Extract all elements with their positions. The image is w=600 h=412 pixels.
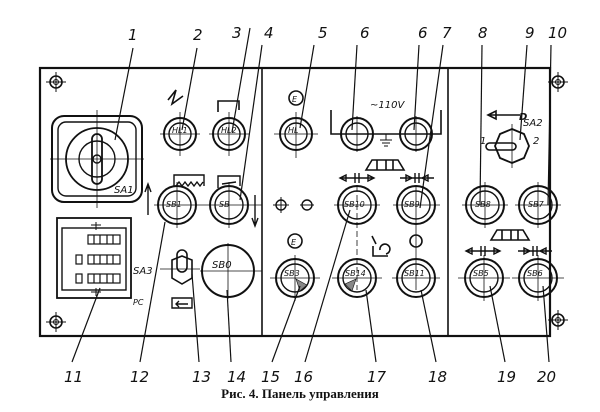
callout-14: 14 — [227, 368, 246, 386]
callout-2: 2 — [193, 26, 203, 44]
callout-10: 10 — [548, 24, 567, 42]
callout-1: 1 — [128, 26, 138, 44]
spring-icon — [173, 174, 205, 188]
hl1-label: HL1 — [172, 126, 188, 135]
sb0-label: SB0 — [212, 260, 232, 271]
arrows-out-icon — [464, 246, 502, 256]
toggle-switch[interactable] — [160, 249, 200, 285]
arrow-left-icon — [486, 109, 520, 121]
sb8-label: SB8 — [475, 200, 491, 209]
arrows-out-icon — [338, 173, 376, 183]
button-sb3[interactable] — [270, 255, 320, 301]
arrows-in-icon — [400, 173, 434, 183]
indicator-circle-icon — [409, 234, 423, 248]
sb2-label: SB — [219, 200, 230, 209]
clamp-icon — [489, 229, 531, 241]
callouts-top: 1 2 3 4 5 6 6 7 8 9 10 — [114, 24, 567, 209]
bracket-arrow-icon — [217, 175, 241, 188]
button-sb8[interactable] — [462, 182, 508, 228]
hl2-label: HL2 — [221, 126, 237, 135]
callout-12: 12 — [130, 368, 149, 386]
sa2-label: SA2 — [523, 118, 543, 129]
callout-3: 3 — [232, 24, 242, 42]
callout-6b: 6 — [418, 24, 428, 42]
panel-frame — [38, 66, 552, 338]
mounting-screw-icon — [548, 310, 568, 330]
sb7-label: SB7 — [528, 200, 545, 209]
callout-9: 9 — [525, 24, 535, 42]
callout-19: 19 — [497, 368, 516, 386]
sb9-label: SB9 — [404, 200, 420, 209]
d-marker: D — [519, 112, 527, 123]
pc-label: PC — [133, 298, 144, 307]
emergency-stop-button-sb0[interactable] — [200, 243, 262, 299]
lightning-icon — [167, 89, 184, 107]
callout-4: 4 — [264, 24, 274, 42]
indicator-lamp-hl2 — [209, 112, 249, 156]
callout-16: 16 — [294, 368, 313, 386]
callout-5: 5 — [318, 24, 328, 42]
button-sb14[interactable] — [332, 258, 382, 298]
sb1-label: SB1 — [166, 200, 182, 209]
indicator-lamp-hl3 — [274, 112, 318, 158]
crosshair-icon — [273, 197, 289, 213]
callouts-bottom: 11 12 13 14 15 16 17 18 19 20 — [64, 209, 556, 386]
socket-1[interactable] — [340, 116, 374, 152]
sb6-label: SB6 — [527, 269, 543, 278]
callout-18: 18 — [428, 368, 447, 386]
bracket-icon — [217, 100, 240, 112]
ground-icon — [380, 134, 392, 147]
callout-7: 7 — [442, 24, 452, 42]
voltage-label: ~110V — [370, 100, 405, 111]
arrow-down-icon — [251, 195, 259, 228]
sb10-label: SB10 — [344, 200, 365, 209]
return-arrow-icon — [171, 297, 193, 309]
arrows-in-icon — [518, 246, 552, 256]
sa1-label: SA1 — [114, 185, 134, 196]
mounting-screw-icon — [46, 72, 66, 92]
e-symbol-icon: E — [288, 90, 304, 106]
button-sb9[interactable] — [393, 185, 440, 290]
coolant-icon — [371, 235, 391, 257]
button-sb2[interactable] — [209, 182, 249, 228]
button-sb5[interactable] — [458, 255, 510, 301]
socket-2[interactable] — [399, 116, 433, 152]
e-symbol-icon: E — [287, 233, 303, 249]
callout-20: 20 — [537, 368, 556, 386]
button-sb10[interactable] — [334, 185, 380, 290]
mounting-screw-icon — [548, 72, 568, 92]
callout-13: 13 — [192, 368, 211, 386]
callout-15: 15 — [261, 368, 280, 386]
figure-caption: Рис. 4. Панель управления — [221, 386, 379, 401]
indicator-lamp-hl1 — [160, 112, 200, 156]
button-sb7[interactable] — [515, 182, 561, 228]
callout-17: 17 — [367, 368, 387, 386]
svg-text:E: E — [292, 95, 298, 104]
clamp-icon — [364, 159, 406, 171]
button-sb11[interactable] — [392, 258, 440, 298]
svg-text:E: E — [291, 238, 297, 247]
button-sb6[interactable] — [512, 255, 564, 301]
sb5-label: SB5 — [473, 269, 489, 278]
selector-position-1: 1 — [480, 136, 486, 147]
callout-11: 11 — [64, 368, 83, 386]
indicator-dot-icon — [300, 199, 314, 211]
button-sb1[interactable] — [154, 182, 262, 228]
sb3-label: SB3 — [284, 269, 300, 278]
sb11-label: SB11 — [404, 269, 425, 278]
callout-8: 8 — [478, 24, 488, 42]
mounting-screw-icon — [46, 312, 66, 332]
main-rotary-switch-sa1[interactable] — [50, 110, 144, 208]
indicator-block-sa3 — [56, 217, 132, 299]
sb14-label: SB14 — [345, 269, 366, 278]
arrow-up-icon — [144, 182, 152, 215]
selector-switch-sa2[interactable] — [485, 124, 530, 168]
hl3-label: HL — [288, 126, 298, 135]
selector-position-2: 2 — [533, 136, 539, 147]
sa3-label: SA3 — [133, 266, 153, 277]
callout-6a: 6 — [360, 24, 370, 42]
